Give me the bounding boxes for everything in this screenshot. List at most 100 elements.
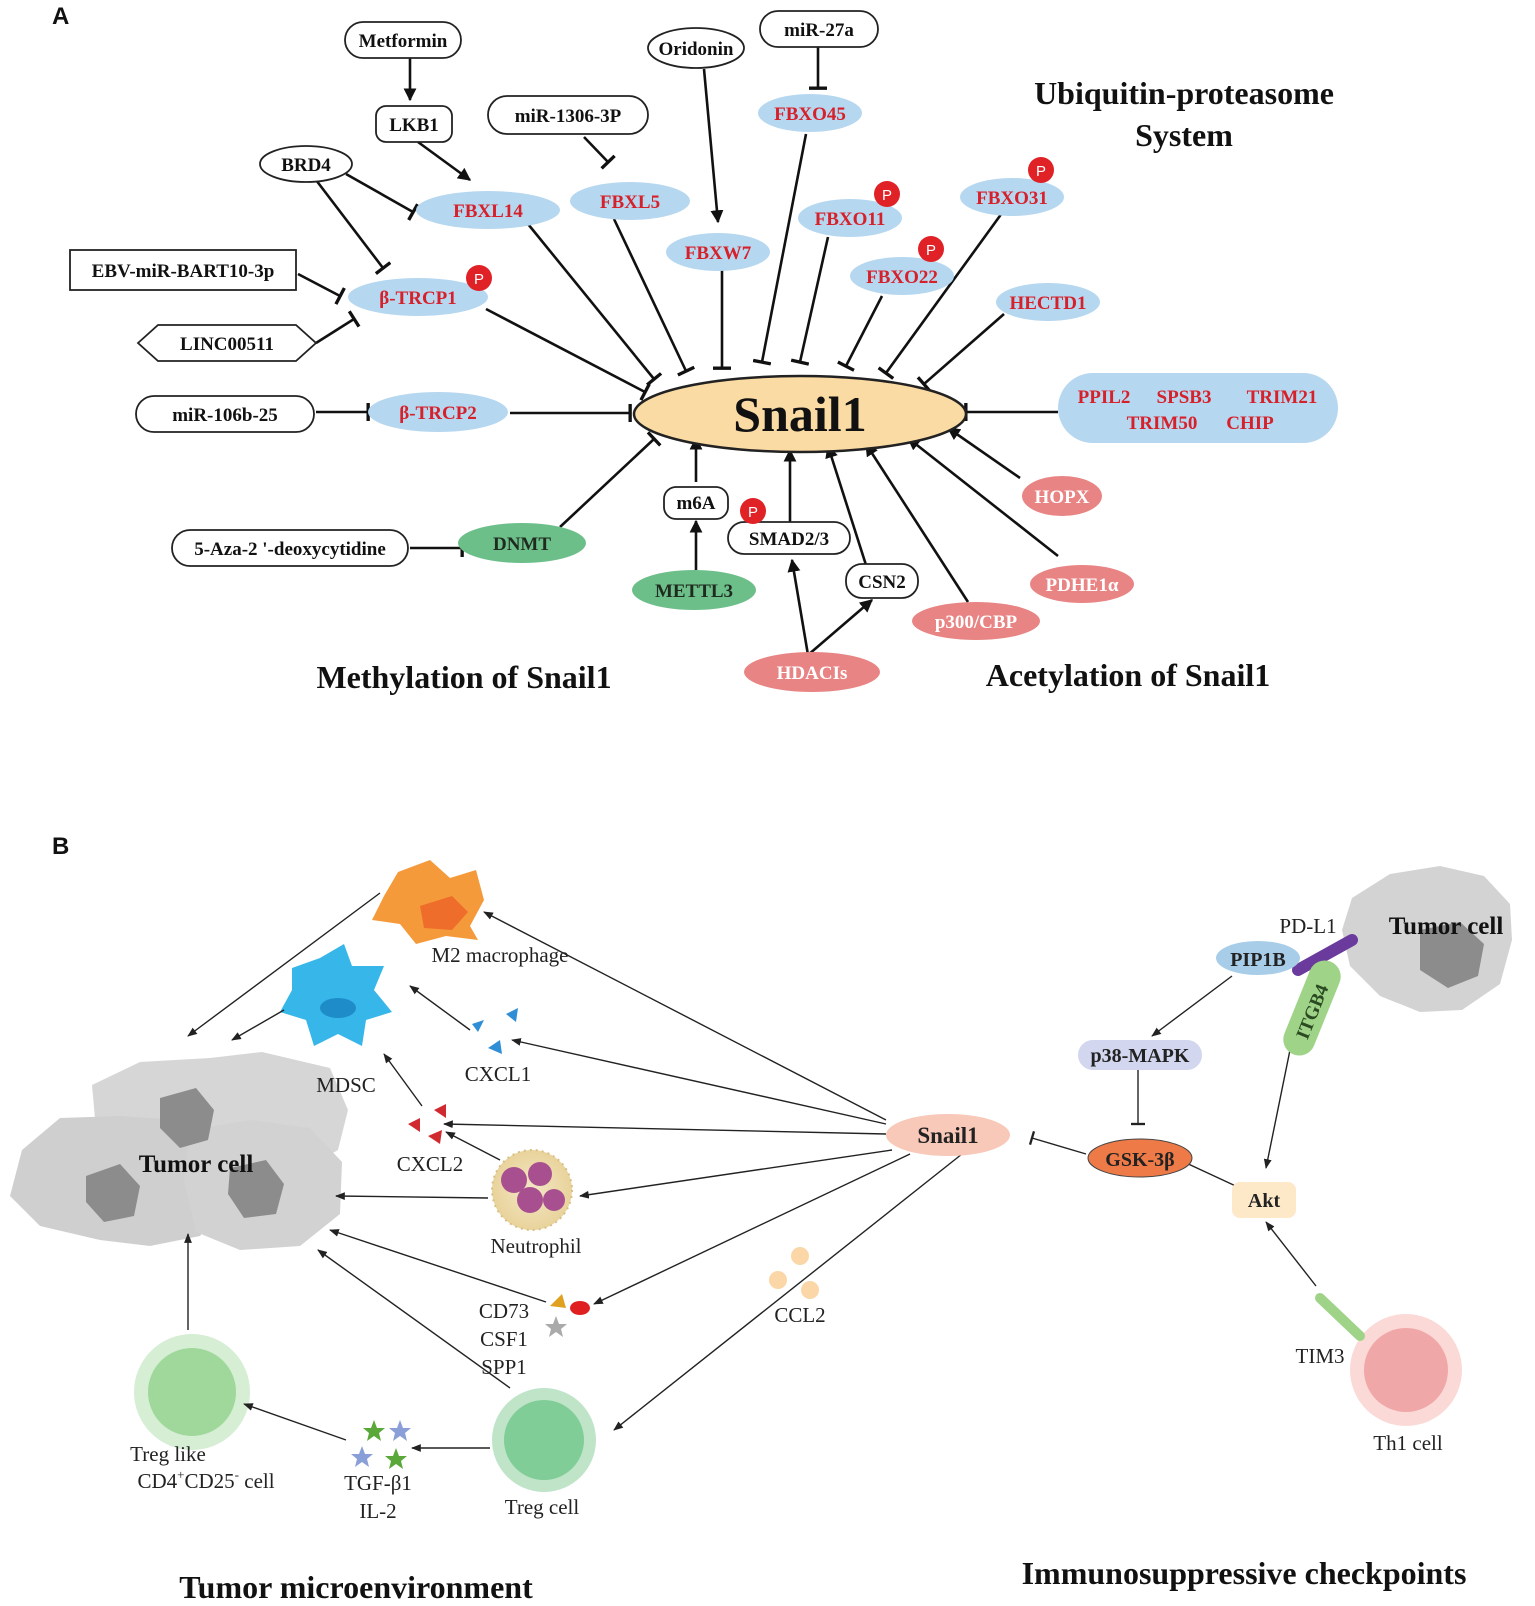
aza-node <box>171 529 409 567</box>
mir27a-node <box>759 10 879 48</box>
tumor-cell-left-label: Tumor cell <box>139 1151 254 1178</box>
m2-macrophage-icon <box>372 860 484 944</box>
tgf-il2-icon <box>351 1420 411 1469</box>
phospho-fbxo31: P <box>1036 163 1046 180</box>
mdsc-label: MDSC <box>316 1073 376 1097</box>
hopx-label: HOPX <box>1035 487 1090 508</box>
p300-node <box>912 602 1040 640</box>
fbxl14-label: FBXL14 <box>453 201 523 222</box>
panel-a-connectors <box>297 47 1059 656</box>
pdl1-receptor-icon <box>1292 934 1358 976</box>
modifier-nodes: DNMT METTL3 HDACIs p300/CBP PDHE1α HOPX <box>458 476 1134 692</box>
fbxo31-node <box>960 178 1064 216</box>
ccl2-label: CCL2 <box>774 1303 825 1327</box>
linc-label: LINC00511 <box>180 334 274 355</box>
snail1-node <box>632 374 968 454</box>
m2-label: M2 macrophage <box>431 943 568 967</box>
treg-like-label-1: Treg like <box>130 1442 206 1466</box>
ppil2-label: PPIL2 <box>1078 387 1131 408</box>
fbxl5-label: FBXL5 <box>600 192 660 213</box>
ccl2-icon <box>769 1247 819 1299</box>
th1-cell-icon <box>1350 1314 1462 1426</box>
trim50-label: TRIM50 <box>1127 413 1198 434</box>
hopx-node <box>1022 476 1102 516</box>
btrcp2-label: β-TRCP2 <box>399 403 477 424</box>
p300-label: p300/CBP <box>935 612 1018 633</box>
checkpoints-title: Immunosuppressive checkpoints <box>1022 1555 1467 1591</box>
treg-cell-icon <box>492 1388 596 1492</box>
cd73-label: CD73 <box>479 1299 529 1323</box>
fbxw7-node <box>666 233 770 271</box>
acetylation-title: Acetylation of Snail1 <box>986 657 1270 693</box>
tumor-cell-right-label: Tumor cell <box>1389 913 1504 940</box>
btrcp1-label: β-TRCP1 <box>379 288 457 309</box>
akt-node <box>1232 1182 1296 1218</box>
checkpoint-connectors <box>1028 975 1317 1287</box>
hdacis-label: HDACIs <box>777 663 848 684</box>
phospho-icon <box>918 236 944 262</box>
mir106-label: miR-106b-25 <box>172 405 278 426</box>
fbxl14-node <box>416 191 560 229</box>
cxcl1-icon <box>472 1008 518 1054</box>
dnmt-label: DNMT <box>493 534 551 555</box>
linc-node <box>136 324 318 362</box>
treg-like-cell-icon <box>134 1334 250 1450</box>
gsk-label: GSK-3β <box>1105 1149 1174 1171</box>
metformin-node <box>344 21 462 59</box>
mettl3-node <box>632 570 756 610</box>
p38-node <box>1078 1040 1202 1070</box>
brd4-label: BRD4 <box>281 155 331 176</box>
regulator-nodes: Metformin LKB1 BRD4 miR-1306-3P Oridonin… <box>69 10 919 599</box>
tumor-cell-right-icon <box>1342 866 1512 1012</box>
fbxo22-label: FBXO22 <box>866 267 938 288</box>
lkb1-node <box>375 105 453 143</box>
neutrophil-label: Neutrophil <box>491 1234 582 1258</box>
pdl1-label: PD-L1 <box>1279 914 1336 938</box>
pip1b-label: PIP1B <box>1230 949 1286 971</box>
pdhe-node <box>1030 565 1134 603</box>
cxcl1-label: CXCL1 <box>465 1062 532 1086</box>
mir106-node <box>135 395 315 433</box>
neutrophil-icon <box>491 1149 573 1231</box>
phospho-btrcp1: P <box>474 271 484 288</box>
oridonin-label: Oridonin <box>659 39 734 60</box>
oridonin-node <box>647 27 745 69</box>
snail1-b-node <box>886 1114 1010 1156</box>
trim21-label: TRIM21 <box>1247 387 1318 408</box>
pip1b-node <box>1216 941 1300 975</box>
spp1-label: SPP1 <box>481 1355 527 1379</box>
panel-b-connectors <box>184 892 963 1452</box>
aza-label: 5-Aza-2 '-deoxycytidine <box>194 539 386 560</box>
fbxo45-node <box>758 94 862 132</box>
hdacis-node <box>744 652 880 692</box>
treg-label: Treg cell <box>505 1495 580 1519</box>
cxcl2-label: CXCL2 <box>397 1152 464 1176</box>
mir1306-label: miR-1306-3P <box>515 106 622 127</box>
p38-label: p38-MAPK <box>1091 1045 1190 1067</box>
snail1-b-label: Snail1 <box>917 1123 978 1148</box>
phospho-fbxo11: P <box>882 187 892 204</box>
fbxo31-label: FBXO31 <box>976 188 1048 209</box>
panel-b-label: B <box>52 833 69 860</box>
phospho-icon <box>466 265 492 291</box>
fbxl5-node <box>570 182 690 220</box>
th1-label: Th1 cell <box>1373 1431 1443 1455</box>
m6a-node <box>663 486 729 520</box>
mdsc-icon <box>280 944 392 1046</box>
fbxo11-label: FBXO11 <box>815 209 886 230</box>
cd73-csf1-spp1-icon <box>545 1294 590 1337</box>
brd4-node <box>259 145 353 183</box>
smad-node <box>727 521 851 555</box>
phospho-icon <box>1028 157 1054 183</box>
ligase-nodes: FBXL14 FBXL5 FBXW7 FBXO45 FBXO11 FBXO22 … <box>348 94 1338 443</box>
fbxo11-node <box>798 199 902 237</box>
ebv-label: EBV-miR-BART10-3p <box>92 261 275 282</box>
gsk-node <box>1087 1138 1193 1178</box>
il2-label: IL-2 <box>359 1499 396 1523</box>
tme-title: Tumor microenvironment <box>179 1569 533 1605</box>
tgf-label: TGF-β1 <box>344 1471 412 1495</box>
phospho-badges: P P P P P <box>466 157 1054 524</box>
m6a-label: m6A <box>676 493 715 514</box>
treg-like-label-2: CD4+CD25- cell <box>137 1467 274 1493</box>
methylation-title: Methylation of Snail1 <box>316 659 611 695</box>
